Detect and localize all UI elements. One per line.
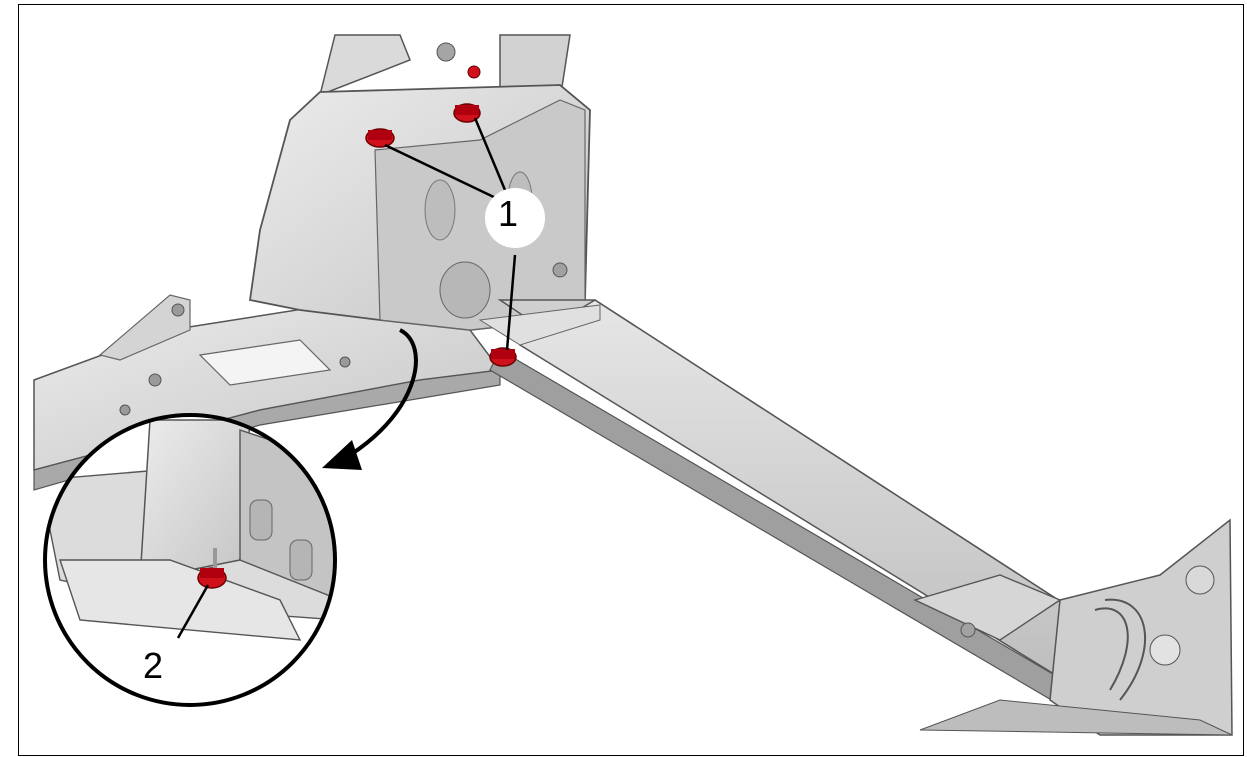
rear-mount — [913, 518, 1233, 736]
curved-arrow-icon — [322, 328, 418, 470]
nut-icon — [453, 65, 481, 123]
callout-1-bubble — [485, 188, 545, 248]
callout-1-leaders — [384, 117, 517, 351]
nut-icon — [365, 128, 395, 148]
magnifier-circle-icon — [43, 413, 337, 707]
callout-2-leader — [176, 584, 210, 639]
nut-icon — [489, 347, 517, 367]
mounting-bracket — [248, 34, 591, 331]
crossbeam — [478, 299, 1122, 706]
callout-label-1: 1 — [498, 193, 519, 234]
callout-label-2: 2 — [143, 645, 164, 686]
